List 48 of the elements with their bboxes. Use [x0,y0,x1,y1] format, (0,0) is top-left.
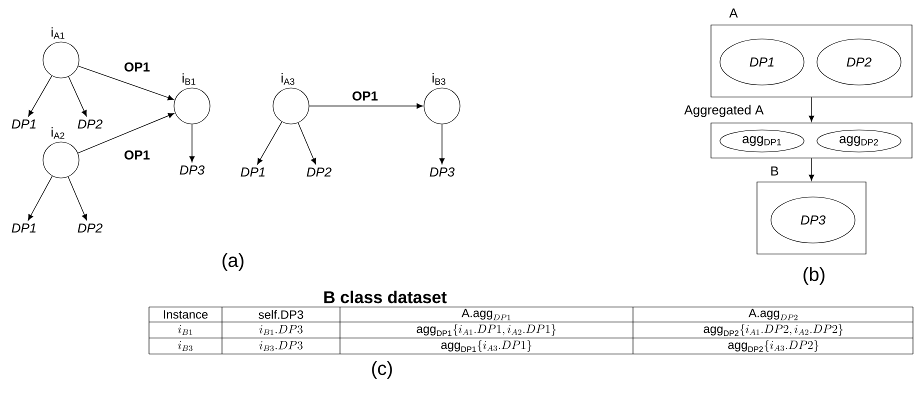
property-label: DP1 [240,168,265,176]
property-label: DP3 [430,167,455,177]
table-cell: $\text{A.agg}_{DP1}$ [462,308,510,320]
property-label: DP2 [78,223,102,233]
arrow [808,96,814,122]
table-cell: $\text{agg}_{\text{DP2}}\{i_{A3}.DP2\}$ [728,340,818,352]
table-cell: $\text{agg}_{\text{DP1}}\{i_{A1}.DP1, i_{A2}.DP1\}$ [416,324,556,336]
arrow [257,122,282,165]
panel-caption: (b) [804,267,824,285]
table-cell: $\text{agg}_{\text{DP2}}\{i_{A1}.DP2, i_{A2}.DP2\}$ [704,324,843,336]
table-cell: $\text{agg}_{\text{DP1}}\{i_{A3}.DP1\}$ [441,340,532,352]
arrow [189,124,195,162]
panel-caption: (a) [222,253,244,271]
node-label: i$_{A1}$ [52,27,64,39]
table-cell: $i_{B3}.DP3$ [259,341,302,352]
property-label: DP3 [180,165,205,175]
table-cell: $\text{A.agg}_{DP2}$ [748,308,798,320]
arrow [808,158,814,181]
table-cell: $i_{B1}.DP3$ [259,325,302,335]
node-label: i$_{A3}$ [282,73,294,85]
node-label: Aggregated A [684,104,764,118]
arrow [28,76,52,117]
table-title: B class dataset [324,290,447,304]
table-cell: $i_{B1}$ [178,325,192,335]
arrow [68,76,87,116]
arrow [308,103,423,109]
edge-label: OP1 [123,61,152,73]
arrow [68,176,88,220]
node-label: i$_{B3}$ [432,73,446,85]
arrow [439,124,445,164]
panel-caption: (c) [372,361,392,379]
node-label: A [729,8,738,18]
arrow [28,176,53,221]
table-cell: Instance [164,310,208,319]
arrow [78,112,174,154]
property-label: DP1 [12,224,36,232]
property-label: DP1 [12,120,36,128]
node-label: i$_{A2}$ [52,127,64,139]
property-label: DP2 [306,167,332,177]
edge-label: OP1 [351,90,379,102]
table-cell: self.DP3 [258,310,304,319]
property-label: DP2 [78,119,102,129]
arrow [298,122,316,164]
node-label: i$_{B1}$ [182,73,196,85]
edge-label: OP1 [123,149,152,161]
table-cell: $i_{B3}$ [178,341,192,351]
node-label: B [771,166,778,176]
arrow [78,66,174,100]
